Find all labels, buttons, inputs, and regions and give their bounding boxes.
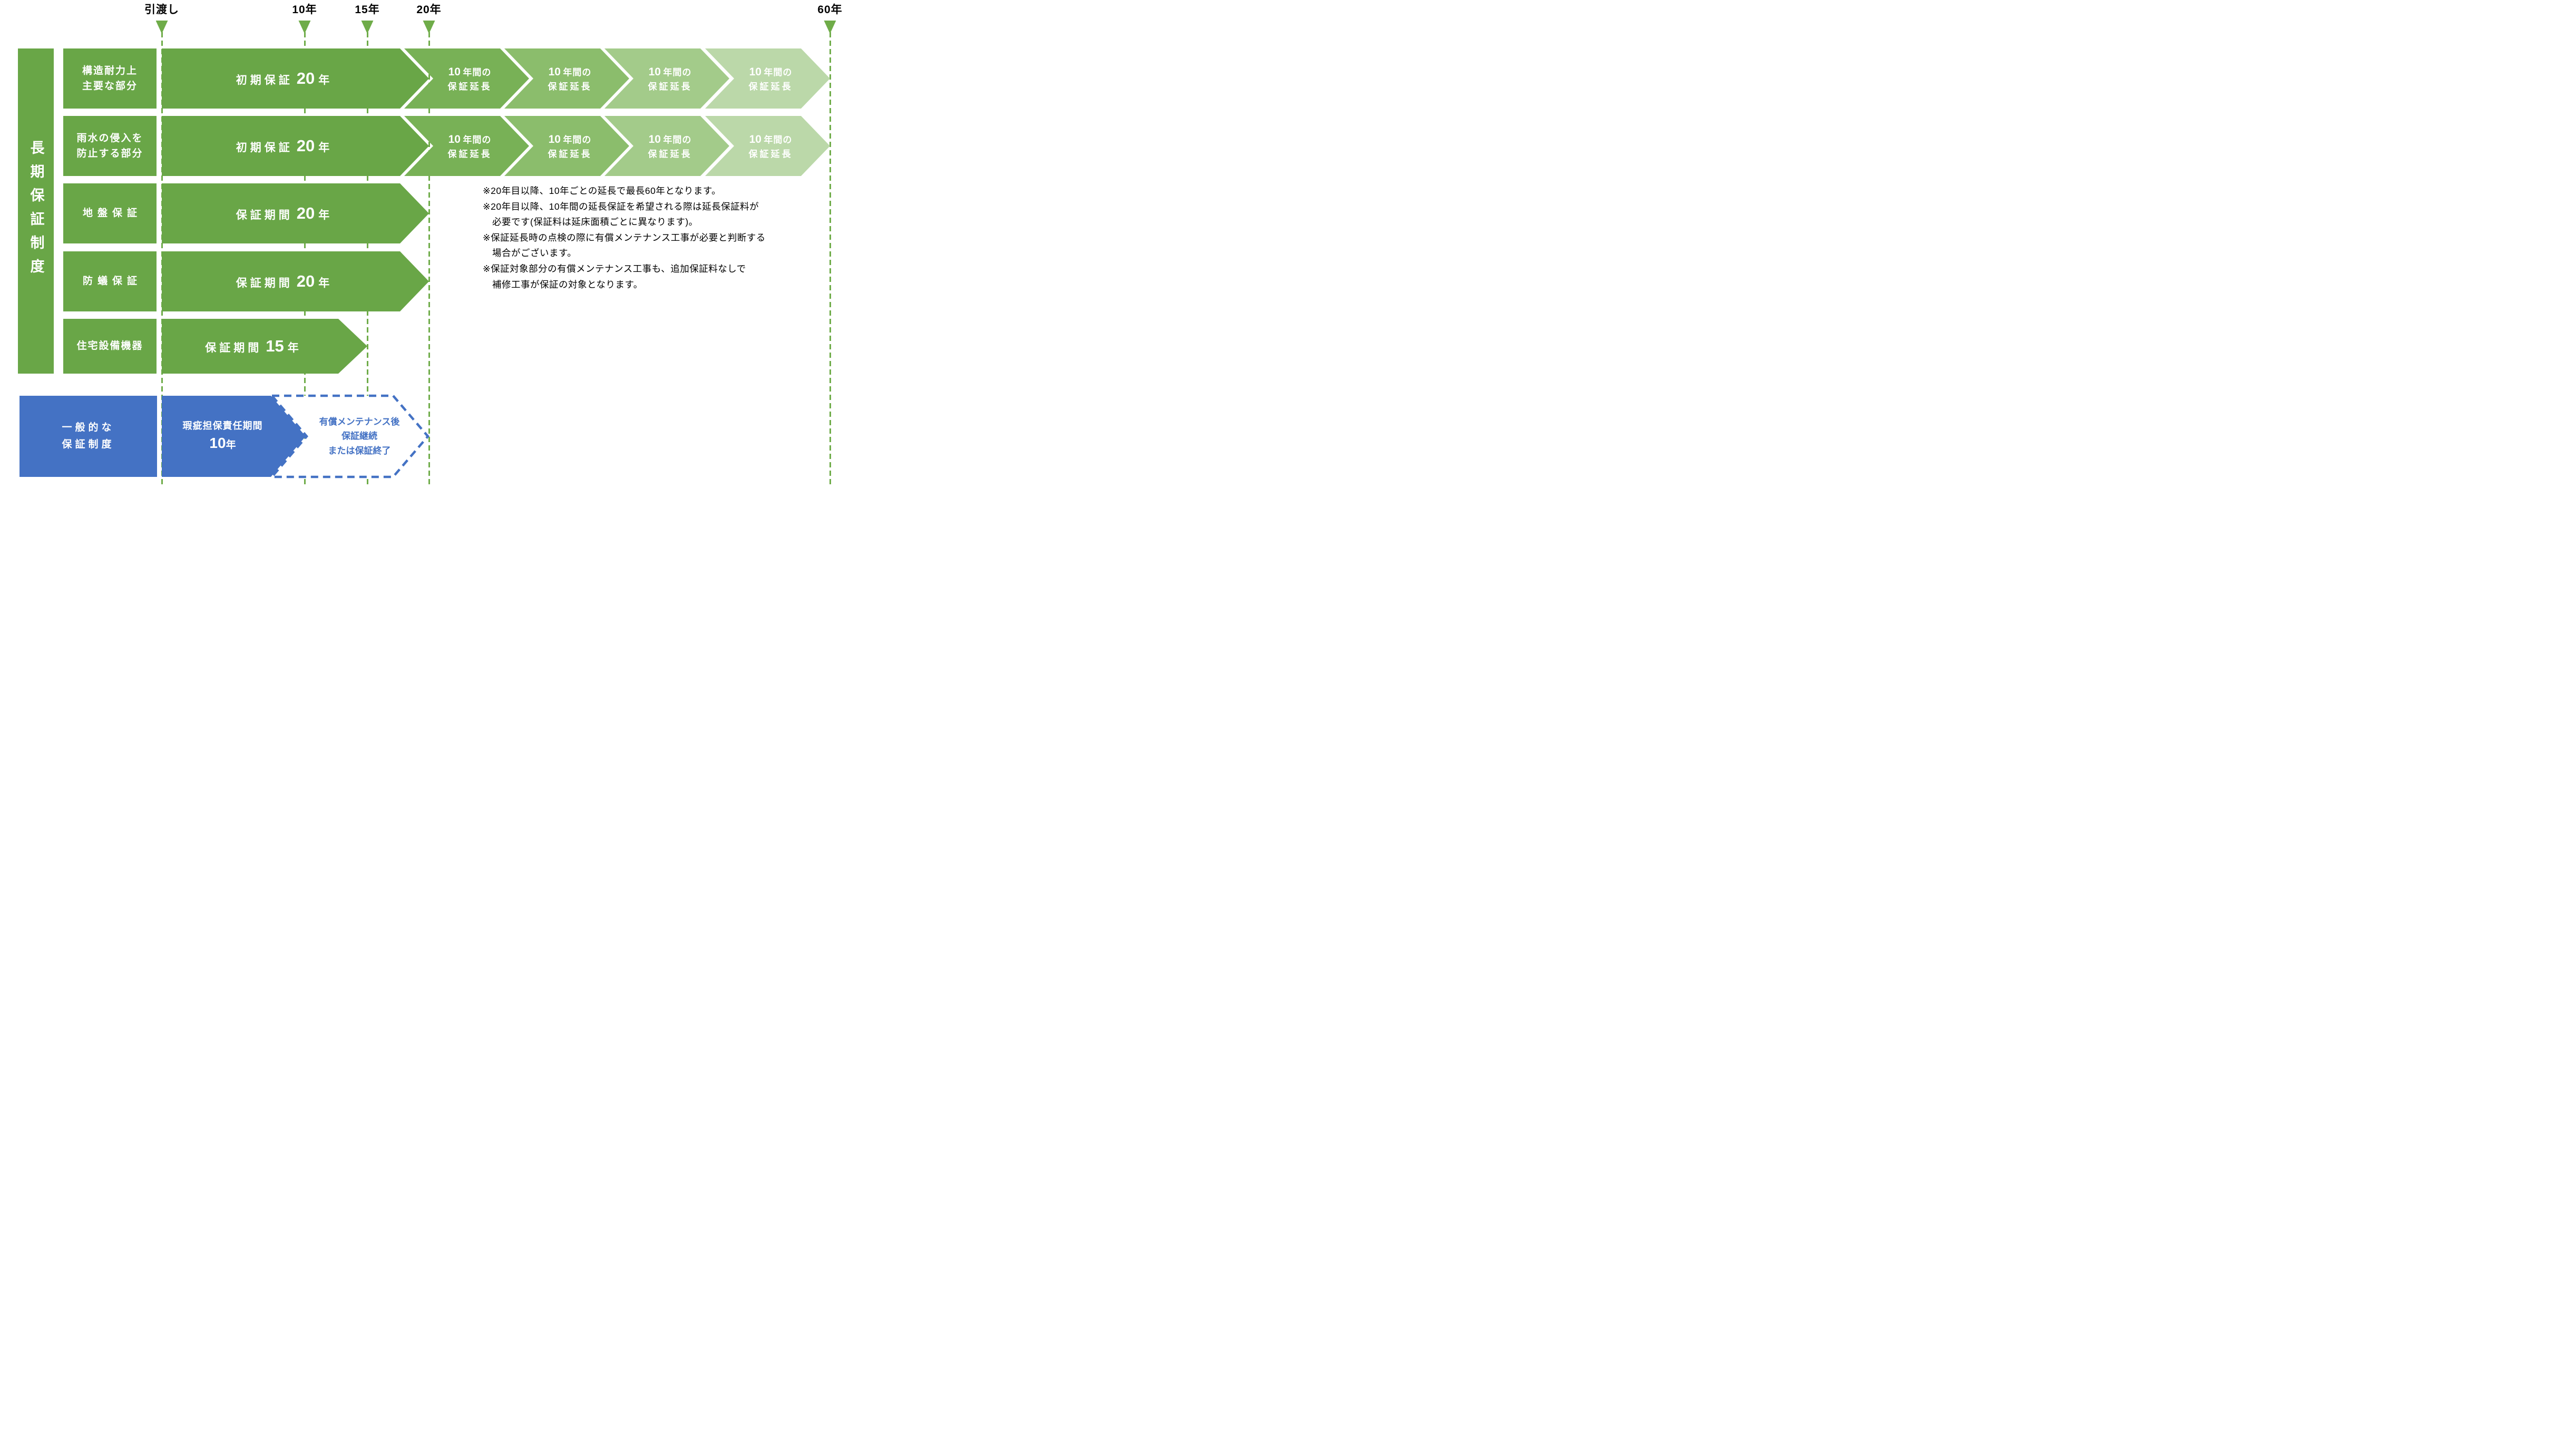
chevron-text-line2: 保証延長 xyxy=(648,149,692,159)
chevron-number: 10 xyxy=(548,133,561,145)
footnote-line: ※保証対象部分の有償メンテナンス工事も、追加保証料なしで xyxy=(483,263,746,274)
warranty-timeline-diagram: 引渡し 10年 15年 20年 60年 長期保証制度 構造耐力上 主要な部分 初… xyxy=(0,0,853,485)
chevron-text-line2: 保証延長 xyxy=(447,82,492,92)
arrow-ground-warranty-20y: 保証期間 20 年 xyxy=(162,183,429,243)
gridline-60y xyxy=(829,32,831,485)
footnote-line: ※20年目以降、10年ごとの延長で最長60年となります。 xyxy=(483,185,721,196)
chevron-text: 年間の xyxy=(663,67,692,77)
chevron-text: 年間の xyxy=(663,134,692,145)
arrow-number: 10 xyxy=(209,435,226,451)
down-triangle-icon xyxy=(824,21,836,34)
arrow-initial-warranty-20y-row2: 初期保証 20 年 xyxy=(162,116,429,176)
arrow-unit: 年 xyxy=(318,142,330,154)
arrow-number: 20 xyxy=(296,272,315,290)
timeline-marker-10y: 10年 xyxy=(292,1,317,34)
footnotes: ※20年目以降、10年ごとの延長で最長60年となります。 ※20年目以降、10年… xyxy=(483,183,766,292)
down-triangle-icon xyxy=(155,21,168,34)
chevron-number: 10 xyxy=(448,133,461,145)
row-label-ground-warranty: 地盤保証 xyxy=(63,183,157,243)
arrow-defect-liability-10y: 瑕疵担保責任期間 10年 xyxy=(162,396,306,477)
arrow-termite-warranty-20y: 保証期間 20 年 xyxy=(162,251,429,311)
row-label-termite-warranty: 防蟻保証 xyxy=(63,251,157,311)
chevron-number: 10 xyxy=(648,65,661,78)
down-triangle-icon xyxy=(361,21,374,34)
extension-chevron-4-row1: 10 年間の 保証延長 xyxy=(705,48,830,109)
chevron-text: 年間の xyxy=(463,67,492,77)
chevron-text-line2: 保証延長 xyxy=(648,82,692,92)
arrow-text: 保証期間 xyxy=(236,209,293,221)
row-label-structural-parts: 構造耐力上 主要な部分 xyxy=(63,48,157,109)
chevron-text: 年間の xyxy=(764,134,793,145)
chevron-text: 年間の xyxy=(764,67,793,77)
row-label-housing-equipment: 住宅設備機器 xyxy=(63,319,157,374)
chevron-text-line2: 保証延長 xyxy=(447,149,492,159)
arrow-unit: 年 xyxy=(287,342,299,354)
arrow-number: 15 xyxy=(266,337,284,355)
chevron-number: 10 xyxy=(648,133,661,145)
marker-label: 10年 xyxy=(292,4,317,16)
chevron-text-line2: 保証延長 xyxy=(748,149,793,159)
arrow-initial-warranty-20y-row1: 初期保証 20 年 xyxy=(162,48,429,109)
down-triangle-icon xyxy=(423,21,435,34)
chevron-text-line2: 保証延長 xyxy=(548,149,592,159)
dashed-arrow-paid-maintenance: 有償メンテナンス後 保証継続 または保証終了 xyxy=(269,394,429,478)
arrow-unit: 年 xyxy=(318,277,330,289)
chevron-text: 年間の xyxy=(563,134,592,145)
marker-label: 20年 xyxy=(416,4,442,16)
dashed-arrow-outline xyxy=(269,394,429,478)
chevron-text: 年間の xyxy=(463,134,492,145)
timeline-marker-60y: 60年 xyxy=(817,1,842,34)
chevron-number: 10 xyxy=(448,65,461,78)
arrow-text: 保証期間 xyxy=(205,342,262,354)
marker-label: 引渡し xyxy=(144,4,179,16)
chevron-number: 10 xyxy=(548,65,561,78)
chevron-text-line2: 保証延長 xyxy=(548,82,592,92)
sidebar-title: 長期保証制度 xyxy=(28,140,44,282)
chevron-number: 10 xyxy=(749,133,761,145)
footnote-line: ※保証延長時の点検の際に有償メンテナンス工事が必要と判断する xyxy=(483,232,766,243)
sidebar-long-term-warranty: 長期保証制度 xyxy=(18,48,54,374)
arrow-number: 20 xyxy=(296,69,315,87)
arrow-number: 20 xyxy=(296,136,315,155)
footnote-line: 補修工事が保証の対象となります。 xyxy=(483,279,643,290)
arrow-text: 初期保証 xyxy=(236,74,293,86)
chevron-text: 年間の xyxy=(563,67,592,77)
arrow-unit: 年 xyxy=(318,209,330,221)
arrow-unit: 年 xyxy=(318,74,330,86)
footnote-line: 必要です(保証料は延床面積ごとに異なります)。 xyxy=(483,217,698,228)
row-label-rainwater-parts: 雨水の侵入を 防止する部分 xyxy=(63,116,157,176)
timeline-marker-15y: 15年 xyxy=(355,1,379,34)
footnote-line: 場合がございます。 xyxy=(483,248,577,259)
dashed-arrow-text: 有償メンテナンス後 保証継続 または保証終了 xyxy=(319,417,400,456)
down-triangle-icon xyxy=(298,21,311,34)
gridline-20y xyxy=(428,32,430,485)
arrow-unit: 年 xyxy=(226,439,236,451)
marker-label: 60年 xyxy=(817,4,843,16)
chevron-number: 10 xyxy=(749,65,761,78)
marker-label: 15年 xyxy=(355,4,380,16)
arrow-number: 20 xyxy=(296,204,315,222)
arrow-text: 瑕疵担保責任期間 xyxy=(182,420,263,431)
footnote-line: ※20年目以降、10年間の延長保証を希望される際は延長保証料が xyxy=(483,201,759,212)
arrow-text: 保証期間 xyxy=(236,277,293,289)
timeline-marker-20y: 20年 xyxy=(416,1,441,34)
chevron-text-line2: 保証延長 xyxy=(748,82,793,92)
timeline-marker-handover: 引渡し xyxy=(144,1,179,34)
arrow-equipment-warranty-15y: 保証期間 15 年 xyxy=(162,319,367,374)
row-label-general-warranty: 一般的な 保証制度 xyxy=(19,396,157,477)
arrow-text: 初期保証 xyxy=(236,142,293,154)
